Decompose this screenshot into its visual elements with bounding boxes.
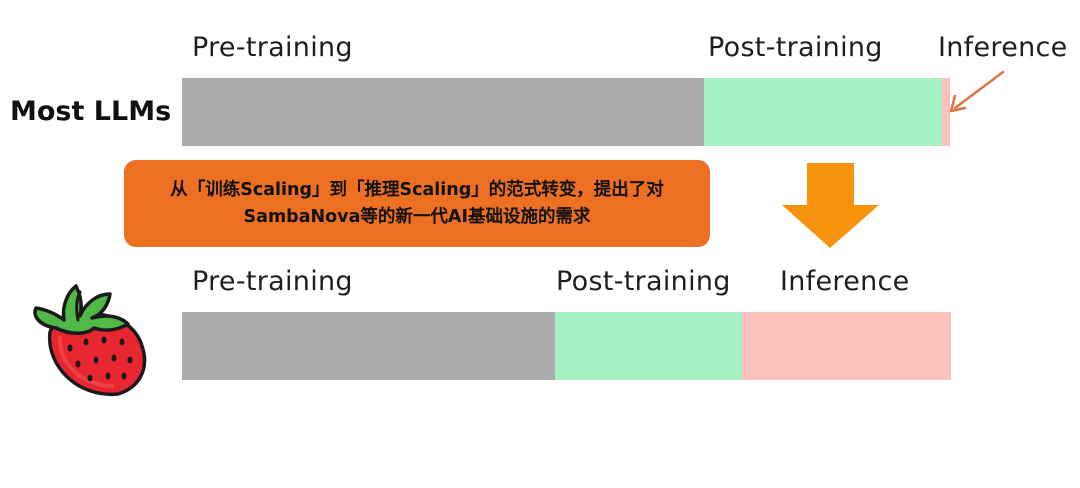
down-arrow-icon [782,163,879,248]
label-inference-bottom: Inference [780,266,910,297]
segment-pretraining [182,78,704,146]
bar-strawberry [182,312,951,380]
pointer-arrow-icon [949,70,1005,113]
callout-box: 从「训练Scaling」到「推理Scaling」的范式转变，提出了对 Samba… [124,160,710,247]
label-pretraining-bottom: Pre-training [192,266,353,297]
label-posttraining-top: Post-training [708,32,883,63]
segment-posttraining [555,312,742,380]
row-title-most-llms: Most LLMs [10,96,172,127]
segment-inference [742,312,951,380]
bar-most-llms [182,78,950,146]
callout-line-1: 从「训练Scaling」到「推理Scaling」的范式转变，提出了对 [170,179,664,200]
label-posttraining-bottom: Post-training [556,266,731,297]
segment-inference [942,78,950,146]
segment-pretraining [182,312,555,380]
callout-line-2: SambaNova等的新一代AI基础设施的需求 [243,206,591,227]
label-inference-top: Inference [938,32,1068,63]
segment-posttraining [704,78,942,146]
strawberry-icon [33,284,147,396]
label-pretraining-top: Pre-training [192,32,353,63]
